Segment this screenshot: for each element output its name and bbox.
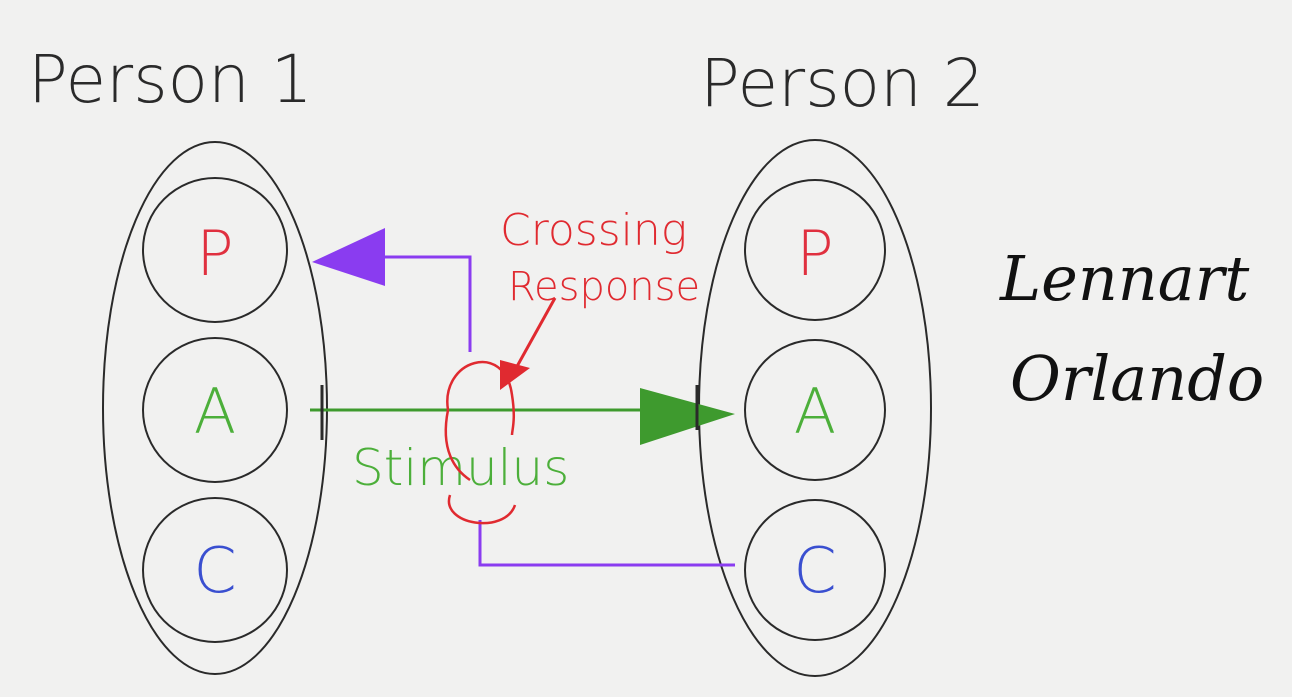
person2-child-circle: [744, 499, 886, 641]
signature-line1: Lennart: [999, 242, 1249, 315]
person2-parent-label: P: [796, 217, 833, 290]
person1-child-label: C: [193, 534, 236, 607]
person1-adult-label: A: [194, 375, 236, 448]
person1-child-circle: [142, 497, 288, 643]
person2-child-label: C: [793, 534, 836, 607]
signature: Lennart Orlando: [999, 242, 1264, 415]
crossing-label-line1: Crossing: [500, 205, 687, 256]
person2-adult-label: A: [794, 375, 836, 448]
stimulus-label: Stimulus: [352, 439, 569, 497]
person1-parent-circle: [142, 177, 288, 323]
crossing-pointer-arrowhead: [500, 360, 530, 390]
response-arrow: [312, 228, 735, 567]
person1-outline: [102, 141, 328, 675]
person1-adult-circle: [142, 337, 288, 483]
person1-title: Person 1: [28, 41, 313, 118]
response-arrowhead: [312, 228, 385, 286]
stimulus-arrow: [310, 385, 735, 445]
crossing-label-line2: Response: [508, 264, 700, 310]
person1-ego-states: P A C: [102, 141, 328, 675]
person2-adult-circle: [744, 339, 886, 481]
person1-parent-label: P: [196, 217, 233, 290]
person2-ego-states: P A C: [698, 139, 932, 677]
person2-parent-circle: [744, 179, 886, 321]
stimulus-arrowhead: [640, 388, 735, 445]
crossing-loop: [444, 297, 557, 525]
person2-title: Person 2: [700, 45, 985, 122]
signature-line2: Orlando: [1010, 342, 1264, 415]
